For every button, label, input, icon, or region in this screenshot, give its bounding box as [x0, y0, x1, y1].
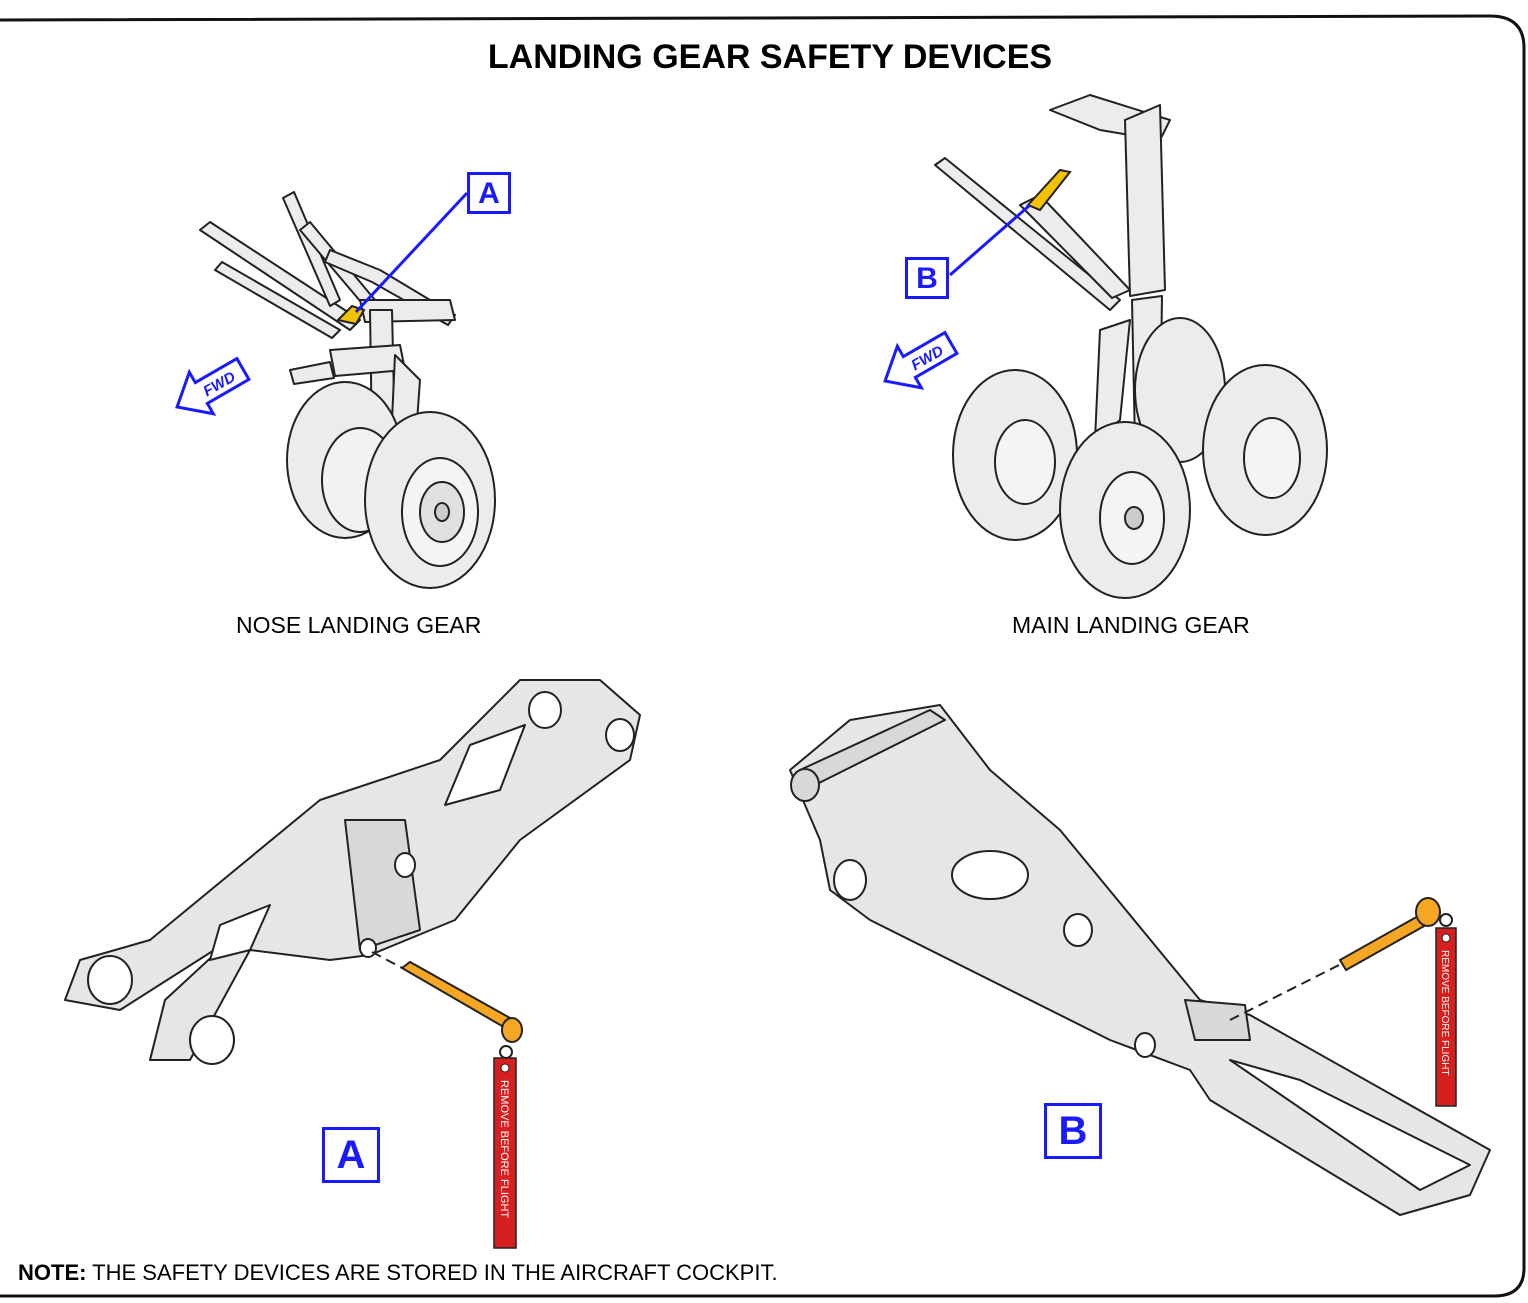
leader-line-a: [354, 191, 469, 314]
pin-b-icon: [1338, 897, 1453, 972]
callout-b-top: B: [905, 257, 949, 299]
frame-border: [0, 14, 1526, 1298]
callout-b-detail: B: [1044, 1103, 1102, 1159]
tag-a-icon: REMOVE BEFORE FLIGHT: [493, 1057, 517, 1249]
leader-line-b: [949, 203, 1031, 277]
detail-a-brace: [64, 679, 641, 1065]
callout-a-top: A: [467, 172, 511, 214]
fwd-arrow-nose-icon: FWD: [175, 356, 251, 416]
tag-b-icon: REMOVE BEFORE FLIGHT: [1435, 927, 1457, 1107]
main-landing-gear-caption: MAIN LANDING GEAR: [1012, 612, 1250, 638]
pin-a-icon: [400, 960, 523, 1059]
tag-b-text: REMOVE BEFORE FLIGHT: [1439, 950, 1450, 1076]
nose-landing-gear-caption: NOSE LANDING GEAR: [236, 612, 482, 638]
tag-a-text: REMOVE BEFORE FLIGHT: [498, 1080, 510, 1218]
pin-b-dash: [1229, 961, 1346, 1021]
page-title: LANDING GEAR SAFETY DEVICES: [487, 38, 1053, 76]
note-label: NOTE:: [18, 1260, 87, 1285]
nose-landing-gear-illustration: [199, 191, 496, 589]
detail-b-brace: [789, 704, 1491, 1216]
callout-a-detail: A: [322, 1127, 380, 1183]
main-lock-highlight: [1026, 168, 1072, 212]
note: NOTE: THE SAFETY DEVICES ARE STORED IN T…: [18, 1260, 778, 1286]
main-landing-gear-illustration: [934, 94, 1328, 599]
note-text: THE SAFETY DEVICES ARE STORED IN THE AIR…: [86, 1260, 778, 1285]
fwd-arrow-main-icon: FWD: [883, 330, 959, 390]
